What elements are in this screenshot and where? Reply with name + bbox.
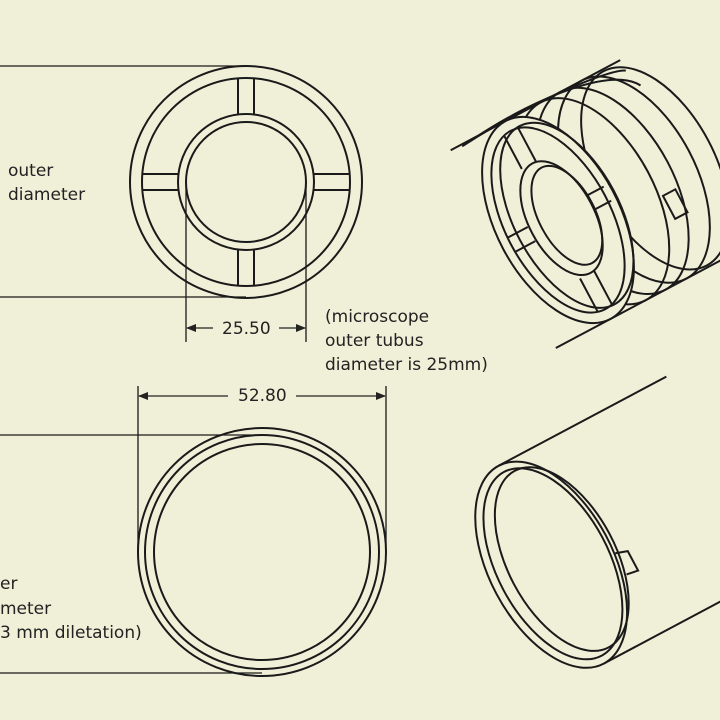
bottom-isometric-view — [474, 375, 720, 669]
inner-ring-inner-circle — [185, 121, 307, 243]
ring-outer-circle — [137, 427, 387, 677]
inner-dimension-value: 25.50 — [222, 319, 271, 339]
top-side-label-line-1: outer — [8, 161, 54, 181]
bottom-side-label-line-1: er — [0, 574, 18, 594]
bottom-side-label-line-3: 3 mm diletation) — [0, 623, 142, 643]
outer-dimension-value: 52.80 — [238, 386, 287, 406]
ring-middle-circle — [144, 434, 380, 670]
note-line-2: outer tubus — [325, 331, 424, 351]
bottom-side-label-line-2: meter — [0, 599, 52, 619]
top-side-label-line-2: diameter — [8, 185, 86, 205]
bottom-front-view — [0, 386, 387, 677]
inner-ring-outer-circle — [177, 113, 315, 251]
outer-ring-outer-circle — [129, 65, 363, 299]
note-line-3: diameter is 25mm) — [325, 355, 488, 375]
note-line-1: (microscope — [325, 307, 430, 327]
ring-inner-circle — [153, 443, 371, 661]
top-isometric-view — [450, 59, 720, 349]
spokes — [143, 79, 349, 285]
top-front-view — [0, 65, 363, 342]
outer-ring-inner-circle — [141, 77, 351, 287]
